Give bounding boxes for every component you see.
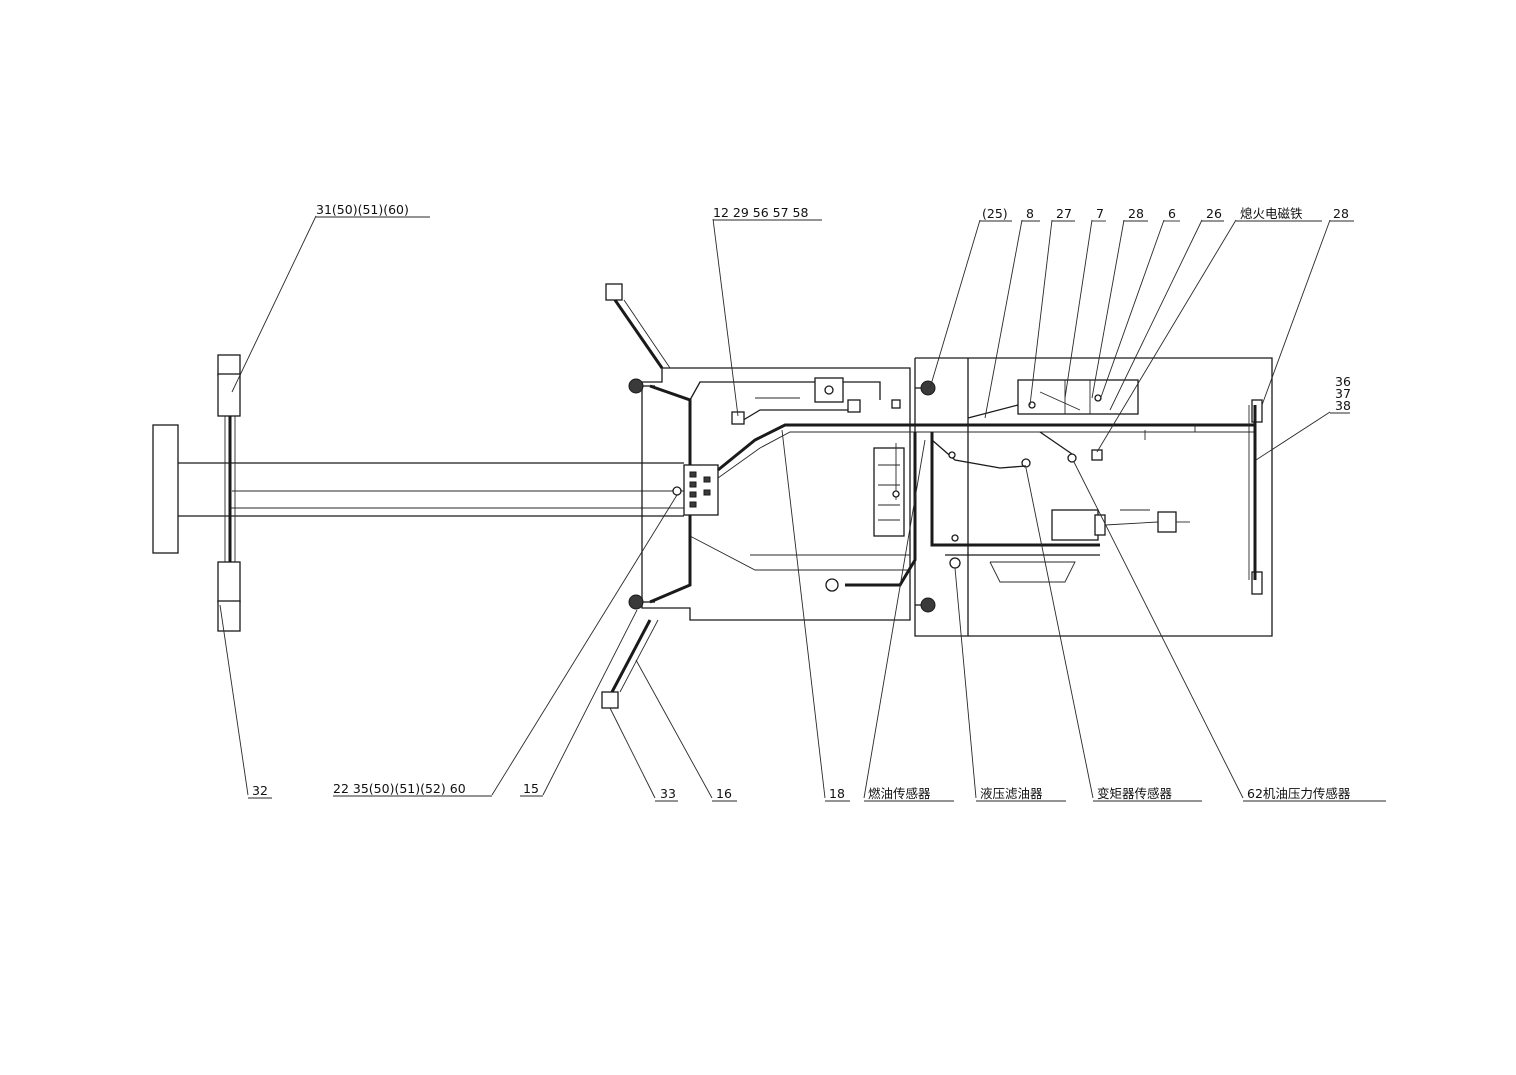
rear-lamp-upper — [217, 373, 241, 417]
leader-line-c38 — [1255, 411, 1331, 461]
lamps — [628, 378, 936, 613]
leader-line-c22 — [491, 494, 678, 796]
fuel-sender-connector — [825, 578, 839, 592]
callout-label-c28b: 28 — [1333, 206, 1349, 221]
relay-box — [1017, 379, 1139, 415]
instrument-cluster — [814, 377, 844, 403]
callout-label-c6: 6 — [1168, 206, 1176, 221]
rear-axle-assembly — [152, 354, 684, 632]
callout-label-c12: 12 29 56 57 58 — [713, 205, 808, 220]
callout-label-c37: 37 — [1335, 386, 1351, 401]
torque-converter-sensor — [1021, 458, 1031, 468]
callout-label-c32: 32 — [252, 783, 268, 798]
lamp-front-right — [628, 594, 655, 610]
leader-line-c15 — [542, 609, 638, 796]
wiper-motor — [731, 411, 745, 425]
leader-line-c16 — [635, 659, 713, 799]
battery — [1051, 509, 1099, 541]
leader-line-c31 — [231, 215, 317, 393]
callout-label-c18: 18 — [829, 786, 845, 801]
front-frame — [641, 367, 911, 621]
leader-line-c28a — [1091, 219, 1125, 399]
leader-lines — [219, 215, 1386, 802]
callout-label-c27: 27 — [1056, 206, 1072, 221]
callout-label-c38: 38 — [1335, 398, 1351, 413]
callout-label-c36: 36 — [1335, 374, 1351, 389]
leader-line-c26 — [1109, 219, 1203, 411]
rear-lamp-lower — [217, 561, 241, 603]
leader-line-c33 — [609, 707, 656, 799]
dash-panel — [873, 447, 905, 537]
leader-line-c8 — [984, 219, 1023, 419]
leader-line-cflame — [1096, 219, 1237, 453]
callout-label-c26: 26 — [1206, 206, 1222, 221]
callout-label-cflame: 熄火电磁铁 — [1240, 206, 1303, 221]
front-frame-outline — [641, 367, 911, 621]
callout-label-c8: 8 — [1026, 206, 1034, 221]
leader-line-c12 — [712, 218, 739, 417]
leader-line-ctorque — [1025, 467, 1094, 799]
callout-label-c31: 31(50)(51)(60) — [316, 202, 409, 217]
callout-label-c15: 15 — [523, 781, 539, 796]
leader-line-c25 — [929, 219, 981, 389]
callout-label-c22: 22 35(50)(51)(52) 60 — [333, 781, 466, 796]
callout-label-coil: 62机油压力传感器 — [1247, 786, 1351, 801]
alternator — [1157, 511, 1177, 533]
leader-line-cfuel — [863, 439, 926, 799]
callout-label-c7: 7 — [1096, 206, 1104, 221]
leader-line-coil — [1073, 461, 1244, 799]
leader-line-c28b — [1261, 219, 1331, 406]
turn-signal-lower — [601, 691, 619, 709]
turn-signal-arms — [601, 283, 671, 709]
turn-signal-upper — [605, 283, 623, 301]
engine-compartment — [914, 357, 1273, 637]
junction-block — [672, 464, 719, 516]
leader-line-c7 — [1064, 219, 1093, 399]
callout-label-ctorque: 变矩器传感器 — [1097, 786, 1173, 801]
callout-label-c28a: 28 — [1128, 206, 1144, 221]
lamp-engine-lower — [915, 597, 936, 613]
leader-line-chyd — [954, 567, 977, 799]
hydraulic-filter-switch — [949, 557, 961, 569]
callout-label-cfuel: 燃油传感器 — [868, 786, 931, 801]
callout-label-c16: 16 — [716, 786, 732, 801]
leader-line-c18 — [781, 429, 826, 799]
leader-line-c6 — [1099, 219, 1165, 401]
leader-line-c27 — [1029, 219, 1053, 406]
main-harness — [649, 377, 1257, 604]
leader-line-c32 — [219, 604, 249, 796]
lamp-engine-upper — [915, 380, 936, 396]
counterweight — [152, 424, 179, 554]
oil-pressure-sensor — [1067, 453, 1077, 463]
flameout-solenoid — [1091, 449, 1103, 461]
callout-label-chyd: 液压滤油器 — [980, 786, 1043, 801]
callout-label-c33: 33 — [660, 786, 676, 801]
callout-label-c25: (25) — [982, 206, 1008, 221]
